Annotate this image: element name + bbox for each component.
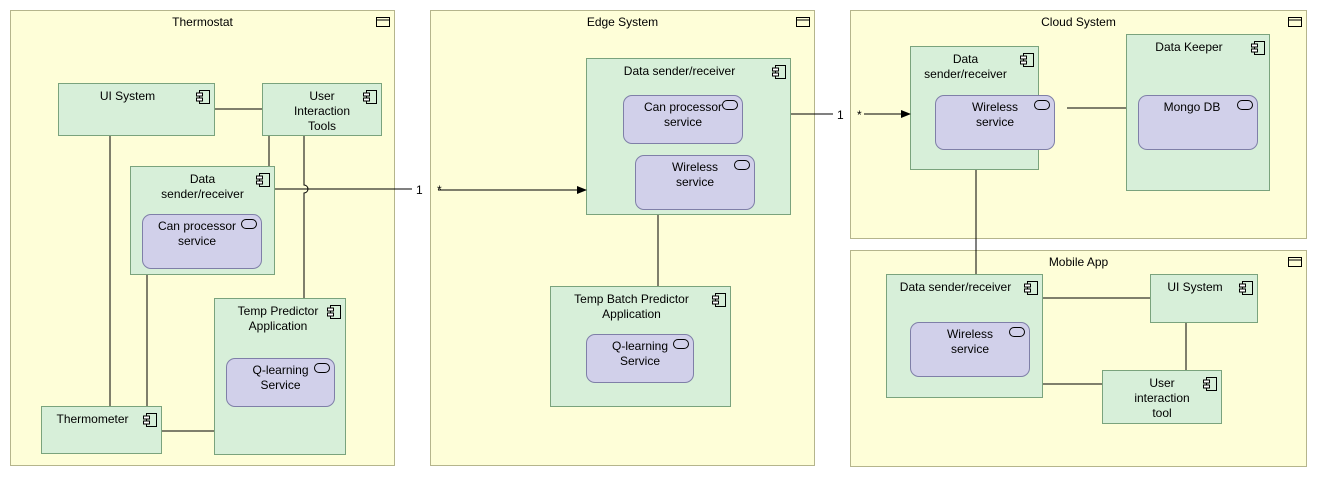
component-icon [143,413,157,427]
service-title: Q-learning Service [611,339,669,368]
component-title: Data sender/receiver [899,280,1012,294]
component-icon [772,65,786,79]
service-icon [673,339,689,349]
component-title: Data Keeper [1155,40,1223,54]
connector-user-tools-to-temp-predictor [303,136,309,298]
component-title: Data sender/receiver [161,172,244,201]
component-icon [1251,41,1265,55]
component-title: User interaction tool [1134,376,1190,420]
group-icon [1288,17,1302,27]
component-user-interaction-tools[interactable]: User Interaction Tools [262,83,382,136]
service-icon [734,160,750,170]
component-temp-predictor-application[interactable]: Temp Predictor Application Q-learning Se… [214,298,346,455]
group-title: Mobile App [1048,255,1109,269]
service-can-processor[interactable]: Can processor service [623,95,743,144]
multiplicity-label: * [857,108,862,122]
group-title: Thermostat [172,15,233,29]
service-wireless[interactable]: Wireless service [635,155,755,210]
component-data-sender-receiver[interactable]: Data sender/receiver Can processor servi… [586,58,791,215]
component-icon [712,293,726,307]
service-title: Wireless service [946,327,993,356]
component-icon [1239,281,1253,295]
component-icon [363,90,377,104]
multiplicity-label: * [437,183,442,197]
group-icon [1288,257,1302,267]
service-wireless[interactable]: Wireless service [910,322,1030,377]
component-title: Temp Predictor Application [237,304,319,333]
service-q-learning[interactable]: Q-learning Service [226,358,335,407]
component-ui-system[interactable]: UI System [1150,274,1258,323]
component-title: User Interaction Tools [293,89,351,133]
service-q-learning[interactable]: Q-learning Service [586,334,694,383]
service-icon [722,100,738,110]
component-icon [256,173,270,187]
component-temp-batch-predictor-application[interactable]: Temp Batch Predictor Application Q-learn… [550,286,731,407]
component-title: Data sender/receiver [623,64,736,78]
component-title: UI System [1167,280,1223,294]
service-wireless[interactable]: Wireless service [935,95,1055,150]
service-icon [241,219,257,229]
component-title: Data sender/receiver [924,52,1007,81]
component-user-interaction-tool[interactable]: User interaction tool [1102,370,1222,424]
service-title: Q-learning Service [252,363,309,392]
component-title: UI System [99,89,156,103]
service-title: Wireless service [671,160,718,189]
component-data-keeper[interactable]: Data Keeper Mongo DB [1126,34,1270,191]
multiplicity-label: 1 [837,108,844,122]
service-icon [314,363,330,373]
service-title: Wireless service [971,100,1018,129]
service-mongo-db[interactable]: Mongo DB [1138,95,1258,150]
service-icon [1034,100,1050,110]
service-title: Can processor service [643,100,723,129]
service-title: Can processor service [157,219,237,248]
component-title: Thermometer [56,412,129,426]
group-icon [376,17,390,27]
component-icon [327,305,341,319]
component-icon [1020,53,1034,67]
component-title: Temp Batch Predictor Application [574,292,689,321]
multiplicity-label: 1 [416,183,423,197]
group-title: Cloud System [1041,15,1116,29]
group-icon [796,17,810,27]
service-can-processor[interactable]: Can processor service [142,214,262,269]
component-data-sender-receiver[interactable]: Data sender/receiver Wireless service [886,274,1043,398]
component-icon [1203,377,1217,391]
service-icon [1009,327,1025,337]
component-icon [196,90,210,104]
group-title: Edge System [586,15,659,29]
component-icon [1024,281,1038,295]
component-data-sender-receiver[interactable]: Data sender/receiver Wireless service [910,46,1055,170]
component-ui-system[interactable]: UI System [58,83,215,136]
component-thermometer[interactable]: Thermometer [41,406,162,454]
component-data-sender-receiver[interactable]: Data sender/receiver Can processor servi… [130,166,275,275]
service-icon [1237,100,1253,110]
service-title: Mongo DB [1163,100,1221,114]
